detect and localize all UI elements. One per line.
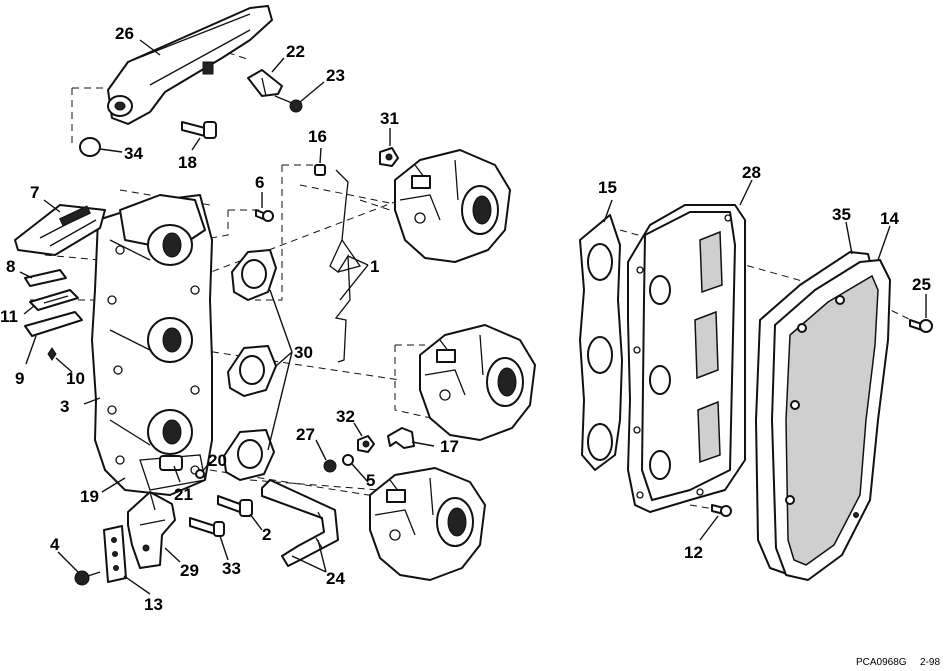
figure-code: PCA0968G: [856, 657, 907, 668]
callout-22: 22: [286, 42, 305, 61]
part-2-screw: [217, 495, 253, 517]
part-27-screw: [323, 459, 337, 473]
part-13-plate: [103, 525, 127, 583]
callout-13: 13: [144, 595, 163, 614]
callout-2: 2: [262, 525, 271, 544]
part-15-gasket: [579, 214, 623, 471]
callout-14: 14: [880, 209, 899, 228]
callout-31: 31: [380, 109, 399, 128]
callout-3: 3: [60, 397, 69, 416]
part-6-screw: [255, 209, 274, 222]
callout-7: 7: [30, 183, 39, 202]
callout-5: 5: [366, 471, 375, 490]
part-31-nut: [379, 147, 399, 167]
callout-23: 23: [326, 66, 345, 85]
part-3-intake-manifold: [91, 194, 213, 496]
callout-32: 32: [336, 407, 355, 426]
part-23-screw: [274, 95, 303, 113]
callout-12: 12: [684, 543, 703, 562]
part-24-hose: [261, 479, 339, 567]
callout-35: 35: [832, 205, 851, 224]
callout-34: 34: [124, 144, 143, 163]
callout-20: 20: [208, 451, 227, 470]
part-34-plug: [79, 137, 101, 157]
callout-27: 27: [296, 425, 315, 444]
part-1-linkage: [329, 169, 362, 363]
callout-labels: 26 22 23 34 18 16 31 6 7 8 11 9 10 1 30 …: [0, 24, 931, 614]
callout-26: 26: [115, 24, 134, 43]
callout-16: 16: [308, 127, 327, 146]
part-25-screw: [909, 319, 933, 333]
callout-21: 21: [174, 485, 193, 504]
part-carburetor-middle: [419, 324, 536, 441]
part-26-bypass-cover: [107, 5, 273, 125]
part-carburetor-bottom: [369, 467, 486, 581]
callout-10: 10: [66, 369, 85, 388]
part-17-clip: [387, 427, 415, 449]
part-29-bracket: [127, 491, 176, 569]
callout-18: 18: [178, 153, 197, 172]
part-30-gaskets: [223, 249, 277, 481]
part-18-screw: [181, 121, 217, 139]
part-32-nut: [357, 435, 375, 453]
callout-17: 17: [440, 437, 459, 456]
part-11-leaf-stop: [29, 289, 79, 311]
page-reference: 2-98: [920, 657, 940, 668]
part-7-leaf-valve: [14, 204, 106, 256]
callout-28: 28: [742, 163, 761, 182]
callout-29: 29: [180, 561, 199, 580]
callout-24: 24: [326, 569, 345, 588]
callout-9: 9: [15, 369, 24, 388]
callout-8: 8: [6, 257, 15, 276]
callout-25: 25: [912, 275, 931, 294]
part-16-fitting: [314, 164, 326, 176]
part-8-leaf: [24, 269, 67, 287]
callout-11: 11: [0, 307, 18, 326]
callout-6: 6: [255, 173, 264, 192]
part-12-screw: [711, 504, 732, 517]
part-28-exhaust-cover: [627, 204, 746, 513]
callout-4: 4: [50, 535, 60, 554]
part-10-screw: [47, 347, 57, 361]
part-4-screw: [74, 570, 101, 586]
callout-15: 15: [598, 178, 617, 197]
part-9-plate: [24, 311, 83, 337]
part-22-gasket: [247, 69, 283, 97]
part-33-screw: [189, 517, 225, 537]
callout-1: 1: [370, 257, 379, 276]
callout-19: 19: [80, 487, 99, 506]
callout-33: 33: [222, 559, 241, 578]
part-5-washer: [342, 454, 354, 466]
leader-lines: [19, 39, 927, 595]
part-21-fitting: [159, 455, 183, 471]
callout-30: 30: [294, 343, 313, 362]
part-14-outer-cover: [771, 259, 891, 581]
part-carburetor-top: [394, 149, 511, 263]
